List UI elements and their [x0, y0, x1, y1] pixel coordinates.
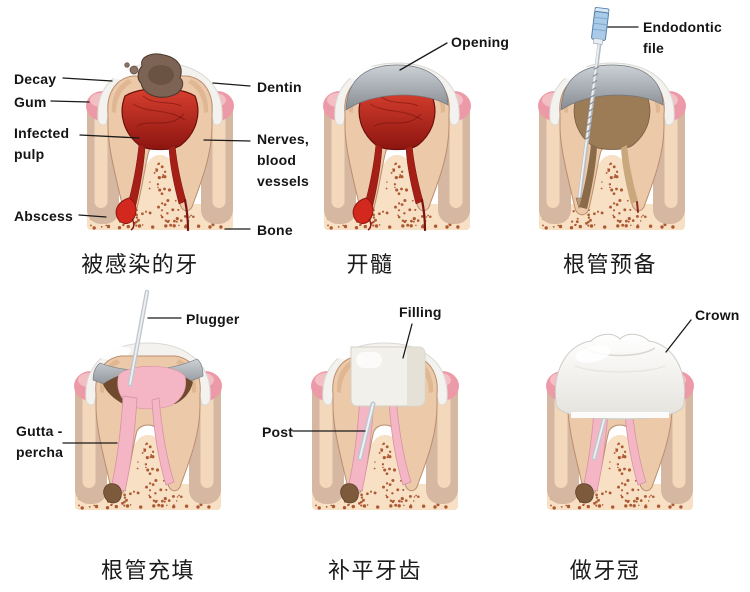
- label-endodontic-file: Endodontic file: [643, 19, 722, 56]
- label-opening: Opening: [451, 34, 510, 50]
- leader-gum: [50, 100, 90, 103]
- caption-opening: 开髓: [346, 252, 394, 277]
- label-plugger: Plugger: [186, 311, 240, 327]
- caption-root-canal-preparation: 根管预备: [562, 252, 658, 277]
- crown-drawing: [546, 333, 694, 510]
- label-abscess: Abscess: [14, 208, 73, 224]
- plugger-drawing: [74, 289, 222, 510]
- label-filling: Filling: [399, 304, 442, 320]
- illustration-infected-tooth: [85, 2, 235, 232]
- label-decay: Decay: [14, 71, 57, 87]
- caption-infected-tooth: 被感染的牙: [81, 252, 199, 277]
- illustration-root-canal-preparation: [537, 2, 687, 232]
- label-crown: Crown: [695, 307, 740, 323]
- endodontic-file-drawing: [538, 7, 686, 230]
- caption-root-canal-filling: 根管充填: [100, 558, 196, 583]
- illustration-crown: [545, 282, 695, 512]
- illustration-opening: [322, 2, 472, 232]
- illustration-tooth-filling: [310, 282, 460, 512]
- caption-tooth-filling: 补平牙齿: [327, 558, 423, 583]
- illustration-root-canal-filling: [73, 282, 223, 512]
- opening-drawing: [323, 62, 471, 232]
- infected-tooth-drawing: [86, 53, 234, 232]
- label-bone: Bone: [257, 222, 293, 238]
- label-infected-pulp: Infected pulp: [14, 125, 70, 162]
- label-dentin: Dentin: [257, 79, 302, 95]
- label-nerves-blood-vessels: Nerves, blood vessels: [257, 131, 310, 189]
- label-gum: Gum: [14, 94, 47, 110]
- label-post: Post: [262, 424, 294, 440]
- caption-crown: 做牙冠: [569, 558, 641, 583]
- label-gutta-percha: Gutta - percha: [16, 423, 64, 460]
- filling-drawing: [311, 342, 459, 510]
